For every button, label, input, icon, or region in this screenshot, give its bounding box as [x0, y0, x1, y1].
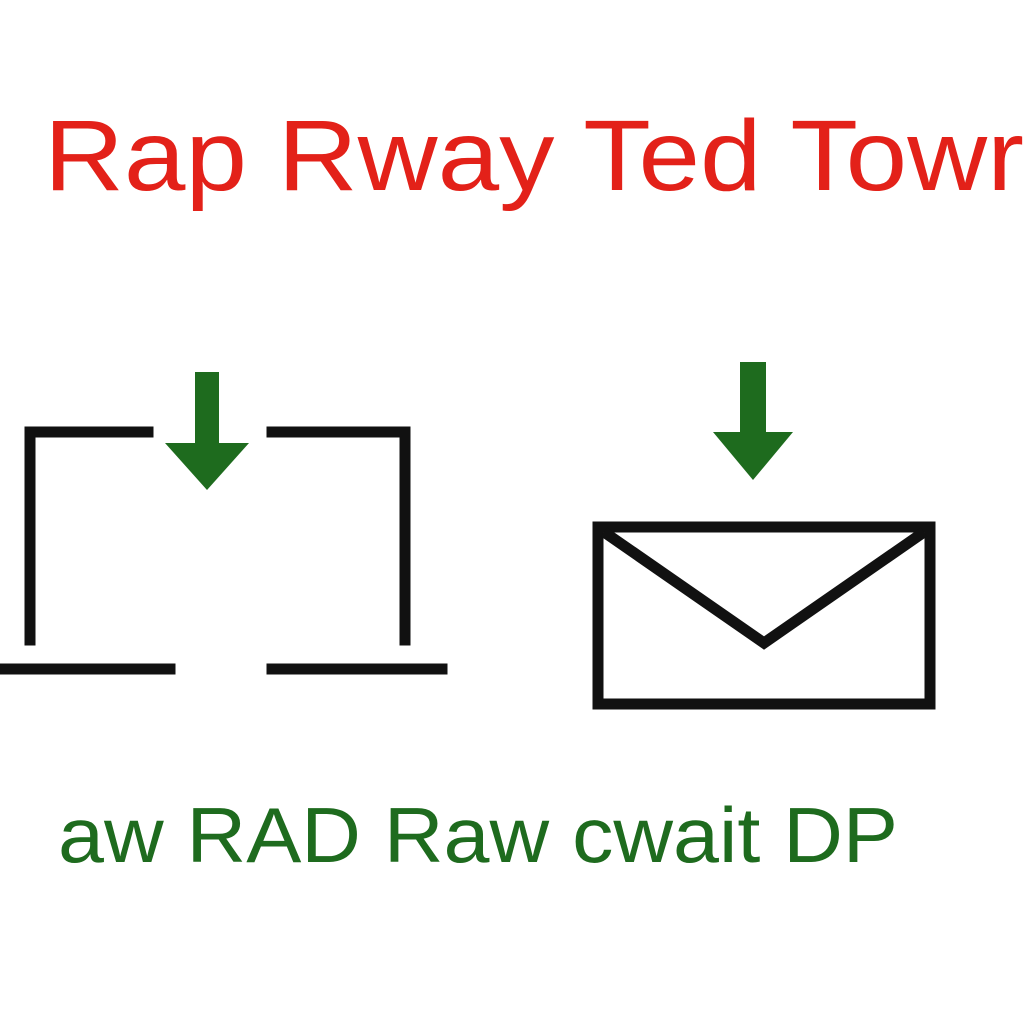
title-text: Rap Rway Ted Towr — [44, 100, 1024, 212]
laptop-screen-right — [266, 426, 411, 646]
footer-text: aw RAD Raw cwait DP — [58, 791, 898, 879]
laptop-screen-left — [24, 426, 154, 646]
laptop-download-icon — [0, 372, 448, 675]
envelope-icon — [592, 521, 936, 710]
envelope-body — [592, 521, 936, 710]
envelope-flap — [600, 527, 928, 650]
envelope-arrow-down-icon — [713, 362, 793, 480]
laptop-arrow-down-icon — [165, 372, 249, 490]
laptop-icon — [0, 426, 448, 675]
email-download-icon — [592, 362, 936, 710]
